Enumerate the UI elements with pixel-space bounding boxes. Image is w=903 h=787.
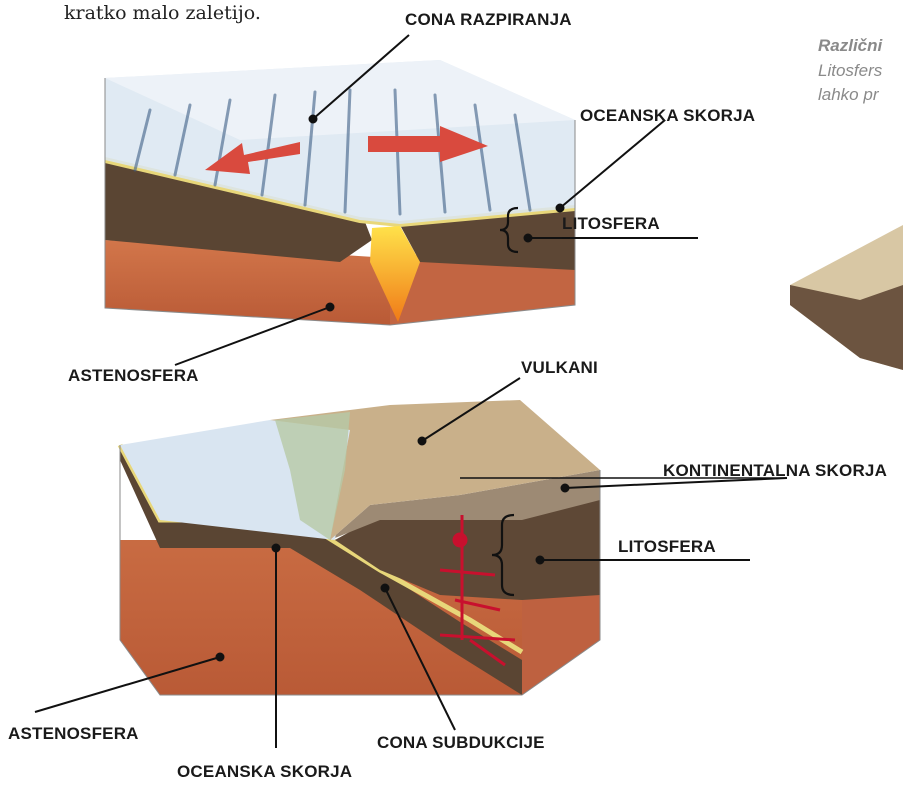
label-lithosphere-bottom: LITOSFERA (618, 537, 716, 557)
subduction-block (120, 400, 600, 695)
label-asthenosphere-top: ASTENOSFERA (68, 366, 199, 386)
label-asthenosphere-bottom: ASTENOSFERA (8, 724, 139, 744)
label-volcanoes: VULKANI (521, 358, 598, 378)
label-continental-crust: KONTINENTALNA SKORJA (663, 461, 887, 481)
label-oceanic-crust-bottom: OCEANSKA SKORJA (177, 762, 352, 782)
label-oceanic-crust-top: OCEANSKA SKORJA (580, 106, 755, 126)
label-spreading-zone: CONA RAZPIRANJA (405, 10, 572, 30)
divergent-block (105, 60, 575, 325)
leader-oceanic-crust-top (560, 120, 665, 208)
side-landscape-fragment (790, 225, 903, 370)
label-lithosphere-top: LITOSFERA (562, 214, 660, 234)
side-land-front (790, 285, 903, 370)
label-subduction-zone: CONA SUBDUKCIJE (377, 733, 545, 753)
